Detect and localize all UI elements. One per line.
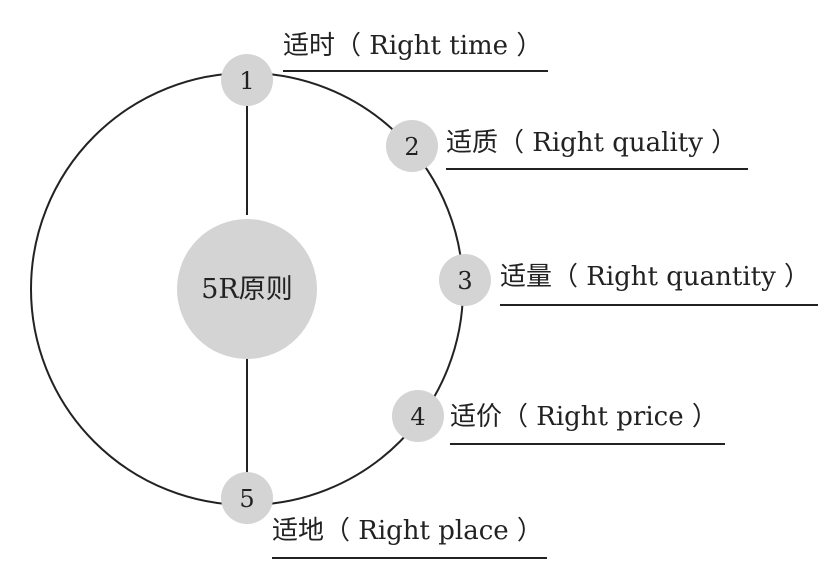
node-2-label: 适质（ Right quality ） [446,128,738,158]
node-1-number: 1 [239,67,254,95]
node-3-underline [500,304,818,306]
node-4-underline [450,443,725,445]
node-4-number: 4 [410,403,425,431]
node-2-circle [386,120,438,172]
node-1-label: 适时（ Right time ） [283,31,543,61]
node-1-underline [283,70,548,72]
node-5-circle [221,472,273,524]
node-4-label: 适价（ Right price ） [450,402,718,432]
node-5-underline [272,557,547,559]
node-3-number: 3 [457,267,472,295]
node-1-circle [221,54,273,106]
node-5-number: 5 [239,485,254,513]
node-2-underline [446,168,748,170]
center-label: 5R原则 [201,274,293,305]
center-hub [177,219,317,359]
node-4-circle [392,390,444,442]
node-3-label: 适量（ Right quantity ） [500,262,811,292]
node-2-number: 2 [404,133,419,161]
node-3-circle [439,254,491,306]
node-5-label: 适地（ Right place ） [272,516,543,546]
